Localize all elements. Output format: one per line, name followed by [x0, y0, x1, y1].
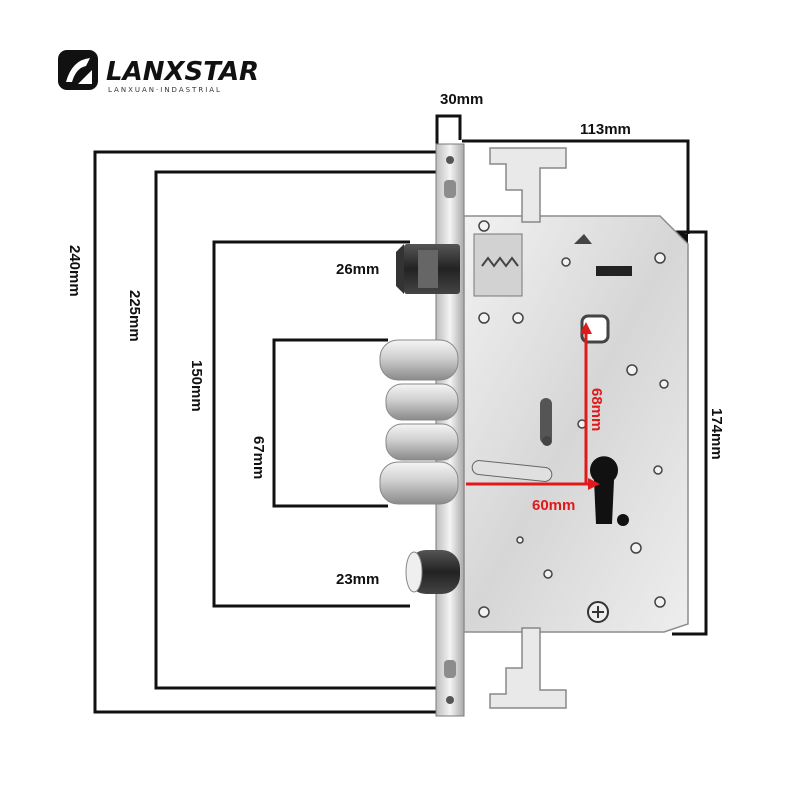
- label-67mm: 67mm: [250, 436, 267, 479]
- frame-150: [212, 240, 410, 608]
- label-30mm: 30mm: [440, 91, 483, 108]
- frame-240: [93, 150, 440, 714]
- round-bolts: [379, 339, 459, 505]
- deadbolt: [405, 550, 460, 594]
- frame-67: [272, 338, 388, 508]
- label-26mm: 26mm: [336, 261, 379, 278]
- brand-name: LANXSTAR: [106, 57, 259, 87]
- red-measure-lines: [466, 322, 600, 490]
- brand-tagline: LANXUAN·INDASTRIAL: [108, 86, 222, 94]
- cylinder-hole: [590, 456, 619, 524]
- label-150mm: 150mm: [188, 360, 205, 412]
- label-23mm: 23mm: [336, 571, 379, 588]
- lock-body-plate: [463, 147, 689, 709]
- label-113mm: 113mm: [580, 121, 631, 138]
- latch-bolt: [396, 244, 460, 294]
- label-174mm: 174mm: [708, 408, 725, 460]
- label-240mm: 240mm: [66, 245, 83, 297]
- frame-225: [154, 170, 440, 690]
- top-bracket: [489, 147, 567, 223]
- label-225mm: 225mm: [126, 290, 143, 342]
- brand-logo: LANXSTAR LANXUAN·INDASTRIAL: [58, 50, 259, 94]
- label-60mm: 60mm: [532, 497, 575, 514]
- frame-174: [672, 230, 708, 636]
- frame-30: [435, 114, 462, 145]
- logo-swoosh: [66, 58, 90, 82]
- frame-113: [462, 139, 690, 234]
- spindle-hole: [580, 314, 610, 344]
- label-68mm: 68mm: [588, 388, 605, 431]
- screws: [478, 220, 669, 618]
- bottom-bracket: [489, 627, 567, 709]
